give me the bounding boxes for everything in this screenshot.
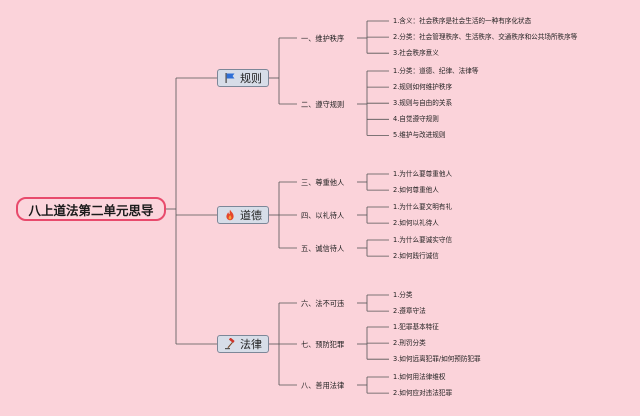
leaf-item[interactable]: 3.社会秩序意义 [393,48,439,57]
leaf-item[interactable]: 3.规则与自由的关系 [393,98,453,107]
section-label: 道德 [240,209,262,222]
leaf-item[interactable]: 1.如何用法律维权 [393,372,446,381]
topic-node[interactable]: 三、尊重他人 [301,177,345,187]
leaf-item[interactable]: 2.如何应对违法犯罪 [393,388,453,397]
topic-node[interactable]: 七、预防犯罪 [301,339,345,349]
leaf-item[interactable]: 1.为什么要文明有礼 [393,202,453,211]
topic-node[interactable]: 二、遵守规则 [301,99,345,109]
flag-icon [224,72,236,84]
section-node[interactable]: 法律 [217,335,269,353]
root-node[interactable]: 八上道法第二单元思导 [16,197,166,221]
leaf-item[interactable]: 1.为什么要诚实守信 [393,235,453,244]
leaf-item[interactable]: 1.分类：道德、纪律、法律等 [393,66,479,75]
fire-icon [224,209,236,221]
topic-node[interactable]: 六、法不可违 [301,298,345,308]
leaf-item[interactable]: 2.如何尊重他人 [393,185,439,194]
leaf-item[interactable]: 1.犯罪基本特征 [393,322,439,331]
leaf-item[interactable]: 2.规则如何维护秩序 [393,82,453,91]
leaf-item[interactable]: 2.遵章守法 [393,306,426,315]
leaf-item[interactable]: 2.如何践行诚信 [393,251,439,260]
leaf-item[interactable]: 2.分类：社会管理秩序、生活秩序、交通秩序和公共场所秩序等 [393,32,578,41]
gavel-icon [224,338,236,350]
leaf-item[interactable]: 3.如何远离犯罪/如何预防犯罪 [393,354,481,363]
leaf-item[interactable]: 1.分类 [393,290,413,299]
leaf-item[interactable]: 5.维护与改进规则 [393,130,446,139]
leaf-item[interactable]: 4.自觉遵守规则 [393,114,439,123]
root-title: 八上道法第二单元思导 [28,202,154,218]
topic-node[interactable]: 八、善用法律 [301,380,345,390]
section-node[interactable]: 规则 [217,69,269,87]
leaf-item[interactable]: 2.如何以礼待人 [393,218,439,227]
section-node[interactable]: 道德 [217,206,269,224]
section-label: 规则 [240,72,262,85]
leaf-item[interactable]: 1.含义：社会秩序是社会生活的一种有序化状态 [393,16,532,25]
topic-node[interactable]: 一、维护秩序 [301,33,345,43]
leaf-item[interactable]: 1.为什么要尊重他人 [393,169,453,178]
leaf-item[interactable]: 2.刑罚分类 [393,338,426,347]
topic-node[interactable]: 五、诚信待人 [301,243,345,253]
section-label: 法律 [240,338,262,351]
topic-node[interactable]: 四、以礼待人 [301,210,345,220]
